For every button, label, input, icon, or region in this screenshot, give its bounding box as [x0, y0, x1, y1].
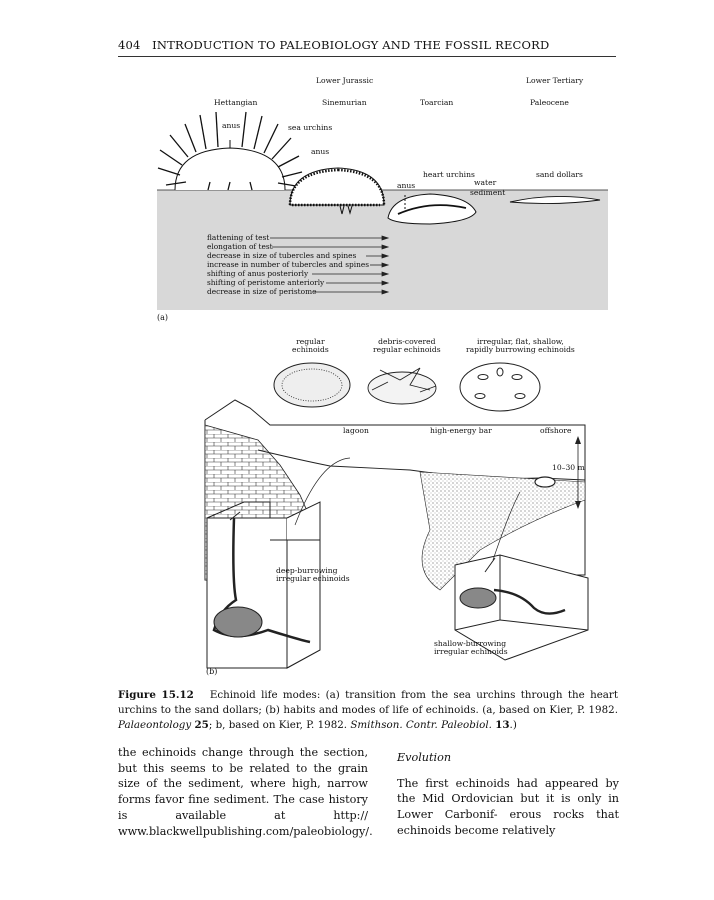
process-label: flattening of test: [207, 233, 270, 242]
volume: 25: [194, 719, 209, 732]
anus-label: anus: [222, 121, 241, 130]
caption-text: ; b, based on Kier, P. 1982.: [208, 719, 351, 732]
period-label: Lower Jurassic: [316, 76, 374, 85]
process-label: decrease in size of peristome: [207, 287, 317, 296]
process-arrows: [270, 235, 390, 295]
type-label: debris-covered regular echinoids: [373, 337, 441, 354]
type-label: regular echinoids: [292, 337, 329, 354]
sea-urchin-drawing: [157, 111, 303, 191]
header-rule: [118, 56, 616, 57]
regular-echinoid-drawing: [273, 362, 351, 408]
process-label: elongation of test: [207, 242, 273, 251]
zone-label: lagoon: [343, 426, 369, 435]
figure-a-drawing: [157, 111, 608, 310]
sand-dollars-label: sand dollars: [536, 170, 583, 179]
heart-urchin-drawing: [387, 193, 477, 225]
type-label: irregular, flat, shallow, rapidly burrow…: [466, 337, 575, 354]
stage-label: Sinemurian: [322, 98, 367, 107]
process-label: shifting of peristome anteriorly: [207, 278, 325, 287]
sand-dollar-drawing: [509, 196, 601, 205]
page-number: 404: [118, 38, 141, 52]
figure-a: Lower Jurassic Lower Tertiary Hettangian…: [0, 0, 714, 330]
stage-label: Paleocene: [530, 98, 569, 107]
heart-urchins-label: heart urchins: [423, 170, 475, 179]
figure-b-drawing: [204, 362, 589, 669]
caption-text: Echinoid life modes: (a) transition from…: [118, 689, 618, 717]
figure-b-label: (b): [206, 667, 218, 676]
figure-caption: Figure 15.12 Echinoid life modes: (a) tr…: [118, 688, 618, 734]
stage-label: Toarcian: [420, 98, 454, 107]
zone-label: high-energy bar: [430, 426, 492, 435]
figure-id: Figure 15.12: [118, 689, 194, 701]
shallow-burrowing-label: shallow-burrowing irregular echinoids: [434, 639, 508, 656]
section-heading: Evolution: [397, 751, 452, 764]
sediment-label: sediment: [470, 188, 506, 197]
running-header: 404 INTRODUCTION TO PALEOBIOLOGY AND THE…: [118, 38, 549, 52]
journal-name: Smithson. Contr. Paleobiol.: [350, 719, 492, 732]
figure-b: regular echinoids debris-covered regular…: [0, 330, 714, 680]
period-label: Lower Tertiary: [526, 76, 584, 85]
journal-name: Palaeontology: [118, 719, 192, 732]
deep-burrow-inset: [206, 501, 321, 669]
process-label: shifting of anus posteriorly: [207, 269, 309, 278]
zone-label: offshore: [540, 426, 572, 435]
paragraph: the echinoids change through the section…: [118, 746, 373, 838]
sinemurian-urchin-drawing: [288, 167, 386, 215]
process-label: decrease in size of tubercles and spines: [207, 251, 357, 260]
sea-urchins-label: sea urchins: [288, 123, 333, 132]
caption-text: .): [509, 719, 517, 732]
stage-label: Hettangian: [214, 98, 258, 107]
figure-a-label: (a): [157, 313, 169, 322]
volume: 13: [495, 719, 510, 732]
shallow-burrow-inset: [454, 554, 589, 661]
book-title: INTRODUCTION TO PALEOBIOLOGY AND THE FOS…: [152, 38, 550, 52]
sand-dollar-top-drawing: [459, 362, 541, 412]
water-label: water: [474, 178, 497, 187]
paragraph: The first echinoids had appeared by the …: [397, 776, 619, 837]
body-column-left: the echinoids change through the section…: [118, 745, 373, 839]
debris-covered-echinoid-drawing: [367, 367, 437, 405]
depth-label: 10–30 m: [552, 463, 585, 472]
sand-bar: [419, 471, 586, 591]
body-column-right: Evolution The first echinoids had appear…: [397, 750, 619, 839]
anus-label: anus: [397, 181, 416, 190]
process-label: increase in number of tubercles and spin…: [207, 260, 370, 269]
anus-label: anus: [311, 147, 330, 156]
deep-burrowing-label: deep-burrowing irregular echinoids: [276, 566, 350, 583]
